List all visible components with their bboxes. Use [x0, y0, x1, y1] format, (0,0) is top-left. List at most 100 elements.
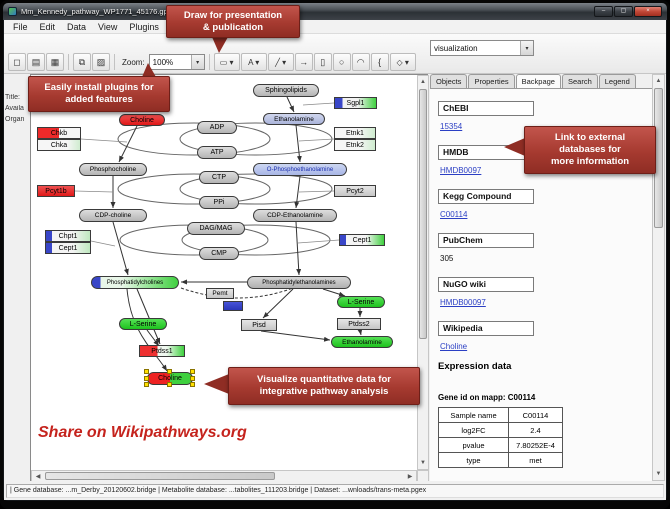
menu-edit[interactable]: Edit: [39, 21, 56, 32]
pathway-node-o-phosphoethanolamine[interactable]: O-Phosphoethanolamine: [253, 163, 347, 176]
pathway-node-phosphatidylcholines[interactable]: Phosphatidylcholines: [91, 276, 179, 289]
menu-data[interactable]: Data: [67, 21, 87, 32]
pathway-node-cmp[interactable]: CMP: [199, 247, 239, 260]
external-db-link[interactable]: 15354: [440, 122, 463, 131]
pathway-node-ppi[interactable]: PPi: [199, 196, 239, 209]
new-arc-button[interactable]: ◠: [351, 53, 370, 71]
pathway-node-adp[interactable]: ADP: [197, 121, 237, 134]
menu-view[interactable]: View: [98, 21, 118, 32]
pathway-edge: [90, 240, 116, 247]
pathway-node-ethanolamine[interactable]: Ethanolamine: [263, 113, 325, 125]
pathway-node-ptdss2[interactable]: Ptdss2: [337, 318, 381, 330]
selection-handle[interactable]: [190, 382, 195, 387]
pathway-node-pcyt2[interactable]: Pcyt2: [334, 185, 376, 197]
canvas-hscroll-thumb[interactable]: [45, 472, 275, 480]
pathway-node-phosphocholine[interactable]: Phosphocholine: [79, 163, 147, 176]
pathway-node-cdp-choline[interactable]: CDP-choline: [79, 209, 147, 222]
tab-properties[interactable]: Properties: [468, 74, 515, 88]
scroll-up-icon[interactable]: ▲: [420, 79, 426, 85]
canvas-vertical-scrollbar[interactable]: ▲ ▼: [417, 75, 429, 470]
pathway-node-chkb[interactable]: Chkb: [37, 127, 81, 139]
pathway-node-pisd[interactable]: Pisd: [241, 319, 277, 331]
catalysis-loop: [117, 122, 271, 156]
external-db-link[interactable]: C00114: [440, 210, 468, 219]
tab-search[interactable]: Search: [561, 74, 598, 88]
toolbar-separator: [114, 54, 115, 70]
pathway-node-cept1[interactable]: Cept1: [339, 234, 385, 246]
selection-handle[interactable]: [190, 375, 195, 381]
catalysis-loop: [117, 173, 271, 205]
new-file-button[interactable]: ◻: [8, 53, 26, 71]
new-arrow-button[interactable]: →: [294, 53, 313, 71]
expression-cell: 7.80252E-4: [508, 437, 563, 453]
pathway-node-l-serine[interactable]: L-Serine: [119, 318, 167, 330]
minimize-button[interactable]: –: [594, 6, 613, 17]
templates-button[interactable]: ◇ ▾: [389, 53, 416, 71]
pathway-node-sphingolipids[interactable]: Sphingolipids: [253, 84, 319, 97]
canvas-vscroll-thumb[interactable]: [419, 89, 427, 339]
pathway-node-atp[interactable]: ATP: [197, 146, 237, 159]
new-rectangle-button[interactable]: ▯: [313, 53, 332, 71]
scroll-up-icon[interactable]: ▲: [655, 78, 662, 84]
menu-plugins[interactable]: Plugins: [129, 21, 159, 32]
chevron-down-icon[interactable]: ▾: [190, 55, 204, 69]
pathway-node-ethanolamine[interactable]: Ethanolamine: [331, 336, 393, 348]
menu-file[interactable]: File: [13, 21, 28, 32]
pathway-node-etnk2[interactable]: Etnk2: [334, 139, 376, 151]
selection-handle[interactable]: [144, 382, 149, 387]
scroll-down-icon[interactable]: ▼: [420, 460, 426, 466]
pathway-node-l-serine[interactable]: L-Serine: [337, 296, 385, 308]
pathway-node-choline[interactable]: Choline: [119, 114, 165, 126]
pathway-node-cdp-ethanolamine[interactable]: CDP-Ethanolamine: [253, 209, 337, 222]
callout-text: & publication: [202, 21, 264, 33]
selection-handle[interactable]: [144, 369, 149, 374]
pathway-node-sgpl1[interactable]: Sgpl1: [334, 97, 377, 109]
paste-button[interactable]: ▨: [92, 53, 110, 71]
title-bar[interactable]: Mm_Kennedy_pathway_WP1771_45176.gpml – ▢…: [3, 3, 667, 20]
callout-plugins-banner: Easily install plugins for added feature…: [28, 76, 170, 112]
chevron-down-icon[interactable]: ▾: [520, 41, 533, 55]
new-oval-button[interactable]: ○: [332, 53, 351, 71]
pathway-node-pcyt1b[interactable]: Pcyt1b: [37, 185, 75, 197]
pathway-node-gene-box[interactable]: [223, 301, 243, 311]
pathway-node-cept1[interactable]: Cept1: [45, 242, 91, 254]
scroll-right-icon[interactable]: ▶: [407, 474, 413, 480]
pathway-node-dag-mag[interactable]: DAG/MAG: [187, 222, 245, 235]
pathway-node-ptdss1[interactable]: Ptdss1: [139, 345, 185, 357]
external-db-link[interactable]: HMDB00097: [440, 298, 486, 307]
selection-handle[interactable]: [167, 369, 172, 374]
external-db-link[interactable]: HMDB0097: [440, 166, 482, 175]
selection-handle[interactable]: [144, 375, 149, 381]
selection-handle[interactable]: [190, 369, 195, 374]
open-file-button[interactable]: ▤: [27, 53, 45, 71]
pathway-node-chka[interactable]: Chka: [37, 139, 81, 151]
new-line-button[interactable]: ╱ ▾: [267, 53, 294, 71]
pathway-node-pemt[interactable]: Pemt: [206, 288, 234, 299]
zoom-value: 100%: [152, 57, 174, 67]
save-file-button[interactable]: ▦: [46, 53, 64, 71]
zoom-combo[interactable]: 100% ▾: [148, 54, 205, 70]
close-button[interactable]: ×: [634, 6, 662, 17]
new-datanode-button[interactable]: ▭ ▾: [213, 53, 240, 71]
external-db-link[interactable]: Choline: [440, 342, 468, 351]
pathway-node-ctp[interactable]: CTP: [199, 171, 239, 184]
pathway-node-etnk1[interactable]: Etnk1: [334, 127, 376, 139]
tab-legend[interactable]: Legend: [598, 74, 636, 88]
scroll-down-icon[interactable]: ▼: [655, 471, 662, 477]
selection-handle[interactable]: [167, 382, 172, 387]
scroll-left-icon[interactable]: ◀: [35, 474, 41, 480]
pathway-node-phosphatidylethanolamines[interactable]: Phosphatidylethanolamines: [247, 276, 351, 289]
tab-backpage[interactable]: Backpage: [515, 74, 561, 88]
pathway-node-chpt1[interactable]: Chpt1: [45, 230, 91, 242]
new-brace-button[interactable]: {: [370, 53, 389, 71]
visualization-dropdown[interactable]: visualization ▾: [430, 40, 534, 56]
tab-objects[interactable]: Objects: [430, 74, 468, 88]
new-label-button[interactable]: A ▾: [240, 53, 267, 71]
maximize-button[interactable]: ▢: [614, 6, 633, 17]
copy-button[interactable]: ⧉: [73, 53, 91, 71]
